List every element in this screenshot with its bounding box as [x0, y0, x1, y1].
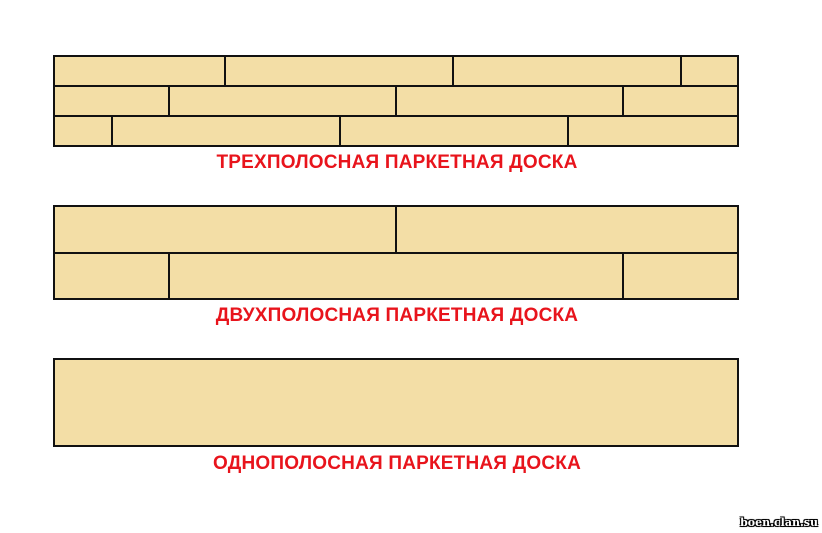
plank: [622, 87, 737, 115]
plank: [395, 87, 623, 115]
plank: [622, 253, 737, 298]
plank: [679, 57, 737, 85]
plank: [338, 117, 567, 145]
one-strip-board: [53, 358, 739, 447]
plank-row: [55, 251, 737, 298]
plank: [55, 117, 111, 145]
plank-row: [55, 115, 737, 145]
plank-row: [55, 85, 737, 115]
one-strip-caption: ОДНОПОЛОСНАЯ ПАРКЕТНАЯ ДОСКА: [213, 453, 581, 474]
plank-row: [55, 360, 737, 445]
plank: [55, 253, 168, 298]
plank: [55, 87, 168, 115]
plank: [55, 57, 224, 85]
plank: [223, 57, 452, 85]
watermark: boen.clan.su: [740, 516, 818, 529]
plank: [167, 87, 395, 115]
plank: [566, 117, 737, 145]
two-strip-board: [53, 205, 739, 300]
plank-row: [55, 207, 737, 252]
plank-row: [55, 57, 737, 85]
plank: [55, 360, 737, 445]
three-strip-caption: ТРЕХПОЛОСНАЯ ПАРКЕТНАЯ ДОСКА: [216, 152, 578, 173]
plank: [451, 57, 680, 85]
plank: [395, 207, 737, 252]
plank: [168, 253, 622, 298]
plank: [110, 117, 339, 145]
plank: [55, 207, 395, 252]
two-strip-caption: ДВУХПОЛОСНАЯ ПАРКЕТНАЯ ДОСКА: [215, 305, 579, 326]
three-strip-board: [53, 55, 739, 147]
